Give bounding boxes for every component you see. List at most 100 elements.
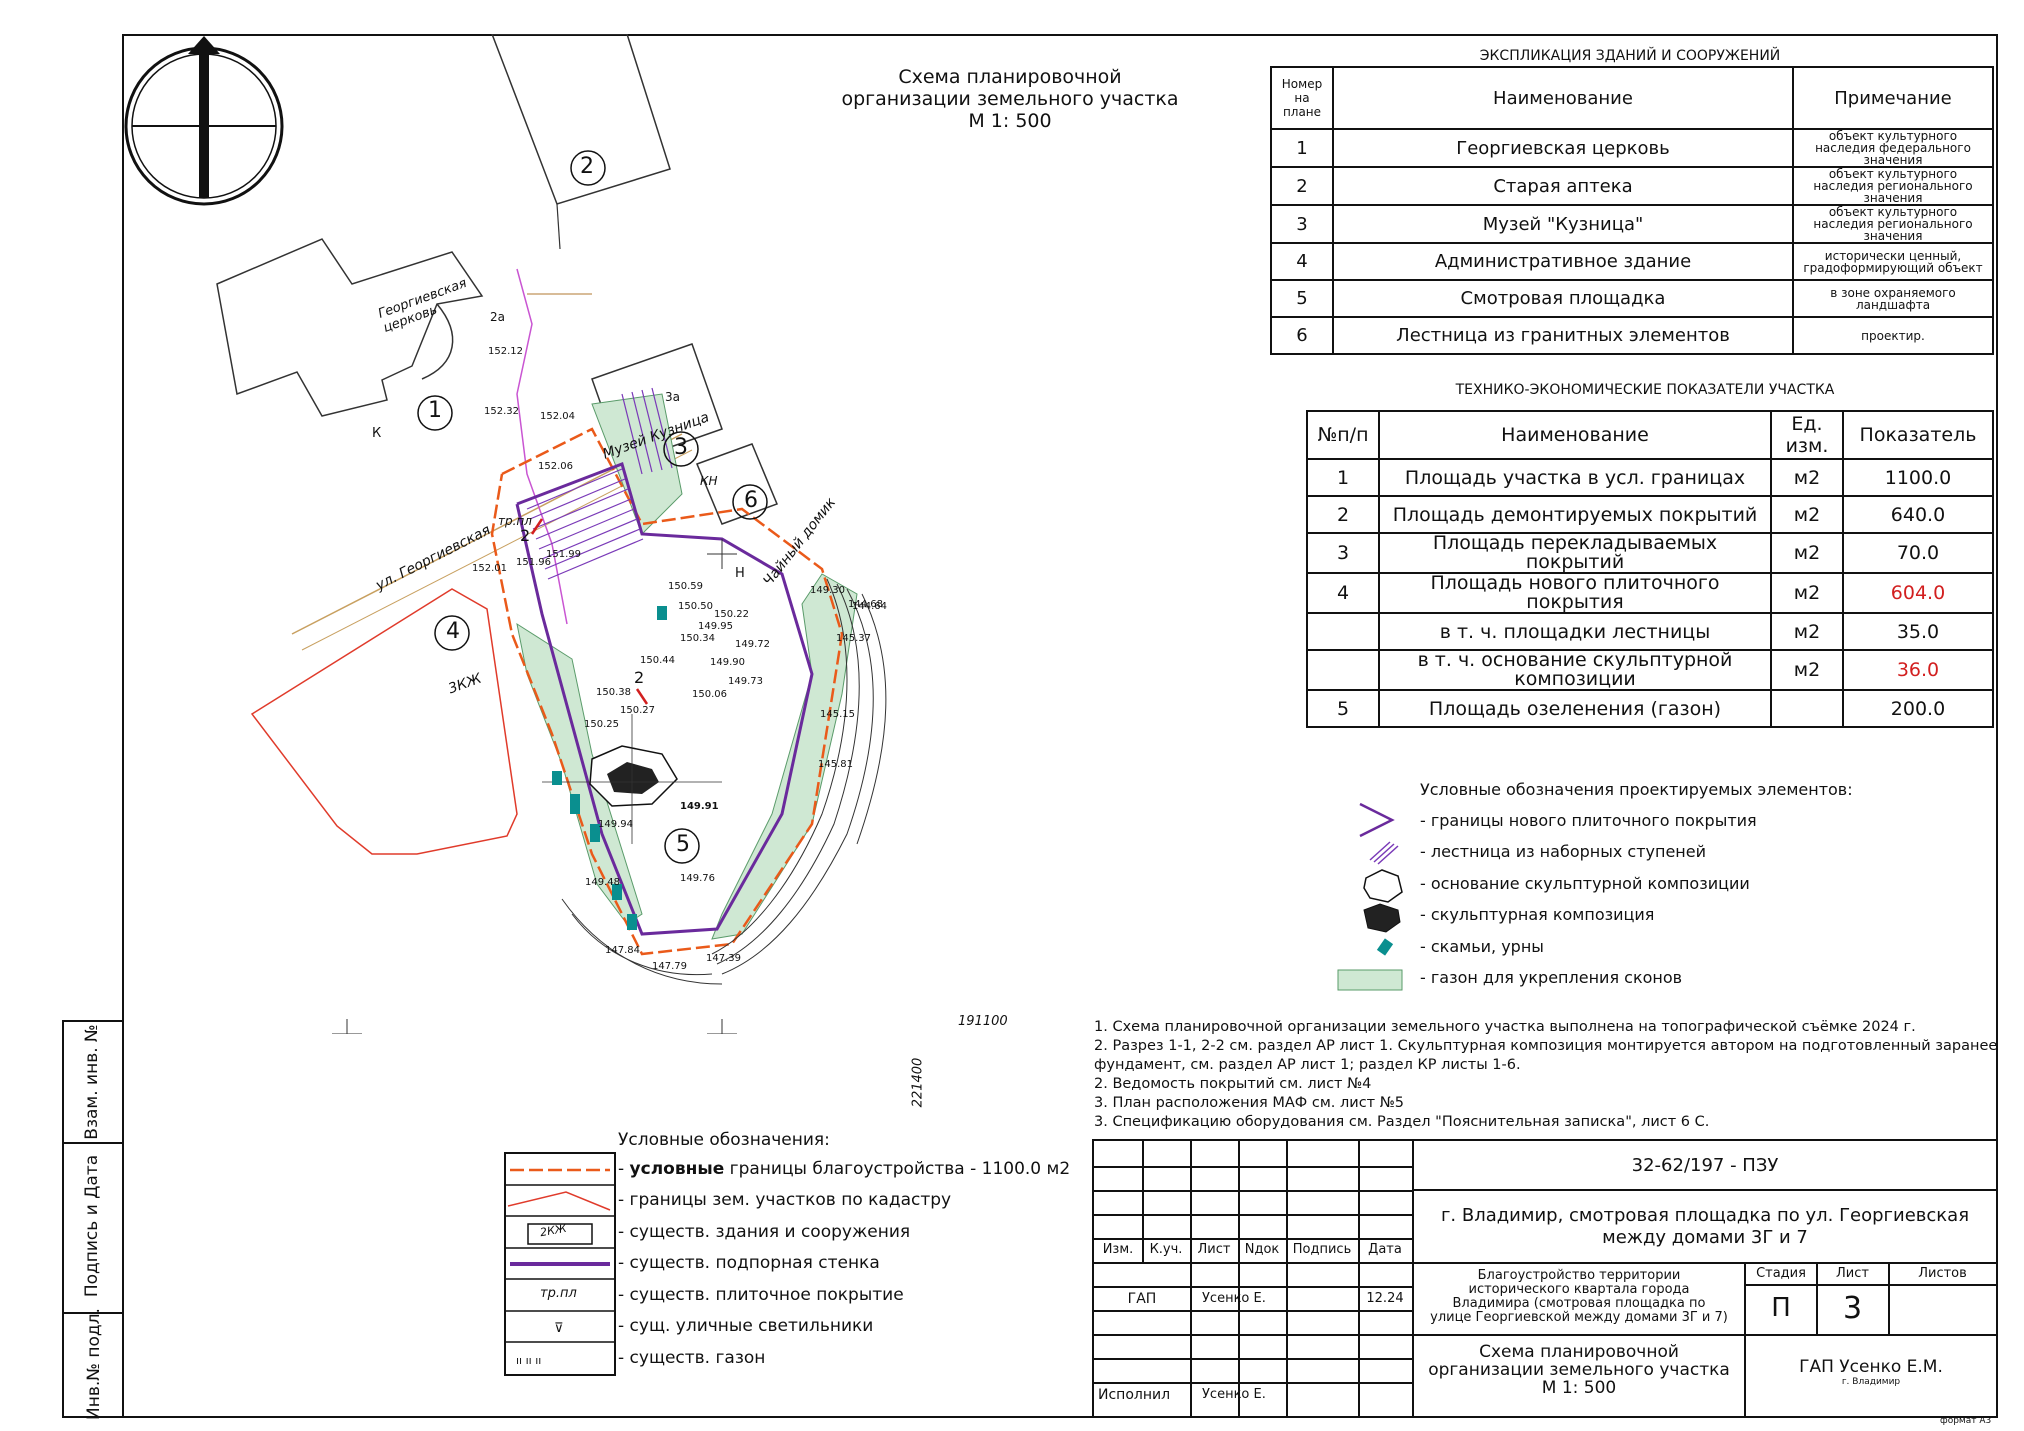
legend-symbol-column: ⊽ ıı ıı ıı 2КЖ тр.пл xyxy=(504,1152,616,1376)
explication-num: 3 xyxy=(1270,204,1334,244)
indicators-row: 1 Площадь участка в усл. границах м2 110… xyxy=(1306,458,1994,497)
building-teahouse xyxy=(696,443,778,525)
marker-3: 3 xyxy=(674,435,688,460)
sculpture-base-symbol-icon xyxy=(1363,869,1403,903)
spot: 149.73 xyxy=(728,676,763,687)
spot: 150.06 xyxy=(692,689,727,700)
indicators-value-highlight: 604.0 xyxy=(1842,572,1994,614)
sculpture-symbol-icon xyxy=(1363,903,1401,933)
spot: 149.90 xyxy=(710,657,745,668)
side-stamp-cell-1: Взам. инв. № xyxy=(64,1022,122,1144)
spot: 149.91 xyxy=(680,801,719,812)
project-legend-item: - скамьи, урны xyxy=(1420,937,1544,956)
spot: 145.15 xyxy=(820,709,855,720)
indicators-value: 200.0 xyxy=(1842,689,1994,728)
indicators-row: 3 Площадь перекладываемых покрытий м2 70… xyxy=(1306,532,1994,574)
stamp-header-izm: Изм. xyxy=(1102,1242,1134,1257)
stamp-code: 32-62/197 - ПЗУ xyxy=(1631,1155,1779,1176)
label-kn: КН xyxy=(700,474,718,488)
legend-item: - существ. газон xyxy=(618,1348,766,1368)
legend-item-boundary-dash: - xyxy=(618,1159,630,1179)
cadastre-symbol-icon xyxy=(507,1191,611,1211)
legend-item-boundary-bold: условные xyxy=(629,1159,725,1179)
stamp-exec-label: Исполнил xyxy=(1098,1387,1171,1403)
indicators-unit: м2 xyxy=(1770,495,1844,534)
indicators-header-name: Наименование xyxy=(1378,410,1772,460)
indicators-num: 5 xyxy=(1306,689,1380,728)
label-2a: 2а xyxy=(490,310,505,324)
spot: 147.39 xyxy=(706,953,741,964)
improvement-boundary xyxy=(490,427,844,956)
spot: 147.84 xyxy=(605,945,640,956)
coord-191100: 191100 xyxy=(958,1014,1008,1029)
indicators-name: в т. ч. площадки лестницы xyxy=(1378,612,1772,651)
stamp-desc: Благоустройство территории исторического… xyxy=(1414,1269,1744,1325)
stamp-gap-name: Усенко Е. xyxy=(1202,1291,1266,1306)
indicators-unit: м2 xyxy=(1770,572,1844,614)
explication-row: 4 Административное здание исторически це… xyxy=(1270,242,1994,281)
stamp-object-line1: г. Владимир, смотровая площадка по ул. Г… xyxy=(1440,1205,1970,1226)
indicators-value: 35.0 xyxy=(1842,612,1994,651)
note-2-cont: фундамент, см. раздел АР лист 1; раздел … xyxy=(1094,1057,1521,1073)
indicators-name: Площадь озеленения (газон) xyxy=(1378,689,1772,728)
label-section-1: 2 xyxy=(520,526,531,545)
label-section-2: 2 xyxy=(634,668,645,687)
indicators-num: 2 xyxy=(1306,495,1380,534)
explication-table: Номер на плане Наименование Примечание 1… xyxy=(1270,66,1994,355)
note-1: 1. Схема планировочной организации земел… xyxy=(1094,1019,1916,1035)
spot: 150.38 xyxy=(596,687,631,698)
title-block: Изм. К.уч. Лист Nдок Подпись Дата ГАП Ус… xyxy=(1092,1139,1996,1416)
legend-symbols: ⊽ ıı ıı ıı xyxy=(506,1168,614,1367)
indicators-name: Площадь нового плиточного покрытия xyxy=(1378,572,1772,614)
spot: 150.22 xyxy=(714,609,749,620)
stamp-sheet-title-line2: организации земельного участка xyxy=(1428,1360,1730,1380)
note-5: 3. Спецификацию оборудования см. Раздел … xyxy=(1094,1114,1710,1130)
stamp-gap-date: 12.24 xyxy=(1366,1291,1404,1306)
spot: 149.76 xyxy=(680,873,715,884)
explication-note: объект культурного наследия федерального… xyxy=(1792,128,1994,168)
north-arrow-icon xyxy=(124,36,284,206)
indicators-table: №п/п Наименование Ед. изм. Показатель 1 … xyxy=(1306,410,1994,728)
explication-name: Лестница из гранитных элементов xyxy=(1332,316,1794,355)
indicators-header-unit: Ед. изм. xyxy=(1770,410,1844,460)
building-church xyxy=(216,238,484,417)
stamp-header-ndok: Nдок xyxy=(1244,1242,1280,1257)
label-tr-pl: тр.пл xyxy=(498,514,532,528)
explication-note: проектир. xyxy=(1792,316,1994,355)
tile-boundary-symbol-icon xyxy=(1359,802,1395,838)
indicators-name: Площадь участка в усл. границах xyxy=(1378,458,1772,497)
indicators-header-value: Показатель xyxy=(1842,410,1994,460)
stamp-desc-line1: Благоустройство территории xyxy=(1477,1268,1681,1283)
project-legend-item: - границы нового плиточного покрытия xyxy=(1420,811,1757,830)
indicators-row: 4 Площадь нового плиточного покрытия м2 … xyxy=(1306,572,1994,614)
spot: 145.81 xyxy=(818,759,853,770)
spot: 150.44 xyxy=(640,655,675,666)
marker-5: 5 xyxy=(676,832,690,857)
legend-item: - границы зем. участков по кадастру xyxy=(618,1190,952,1210)
indicators-header-num: №п/п xyxy=(1306,410,1380,460)
label-n: Н xyxy=(735,566,745,581)
indicators-unit xyxy=(1770,689,1844,728)
site-plan xyxy=(216,34,887,1034)
indicators-row: в т. ч. площадки лестницы м2 35.0 xyxy=(1306,612,1994,651)
spot: 145.37 xyxy=(836,633,871,644)
explication-note: объект культурного наследия региональног… xyxy=(1792,204,1994,244)
explication-title: ЭКСПЛИКАЦИЯ ЗДАНИЙ И СООРУЖЕНИЙ xyxy=(1479,48,1781,64)
stamp-header-podpis: Подпись xyxy=(1292,1242,1352,1257)
legend-item: - существ. плиточное покрытие xyxy=(618,1285,904,1305)
explication-row: 1 Георгиевская церковь объект культурног… xyxy=(1270,128,1994,168)
format-label: формат А3 xyxy=(1940,1416,1992,1426)
plan-title-line1: Схема планировочной xyxy=(898,66,1122,88)
stamp-header-kuch: К.уч. xyxy=(1149,1242,1183,1257)
stamp-header-list: Лист xyxy=(1197,1242,1231,1257)
spot: 144.68 xyxy=(848,599,883,610)
side-stamp-label-3: Инв.№ подл. xyxy=(84,1308,104,1420)
spot: 147.79 xyxy=(652,961,687,972)
building-symbol-icon xyxy=(527,1223,593,1245)
indicators-num: 4 xyxy=(1306,572,1380,614)
stamp-gap-label: ГАП xyxy=(1127,1291,1157,1307)
explication-name: Смотровая площадка xyxy=(1332,279,1794,318)
side-stamp: Взам. инв. № Подпись и Дата Инв.№ подл. xyxy=(62,1020,124,1420)
stamp-desc-line4: улице Георгиевской между домами 3Г и 7) xyxy=(1430,1310,1728,1325)
plan-title: Схема планировочной организации земельно… xyxy=(840,66,1180,132)
